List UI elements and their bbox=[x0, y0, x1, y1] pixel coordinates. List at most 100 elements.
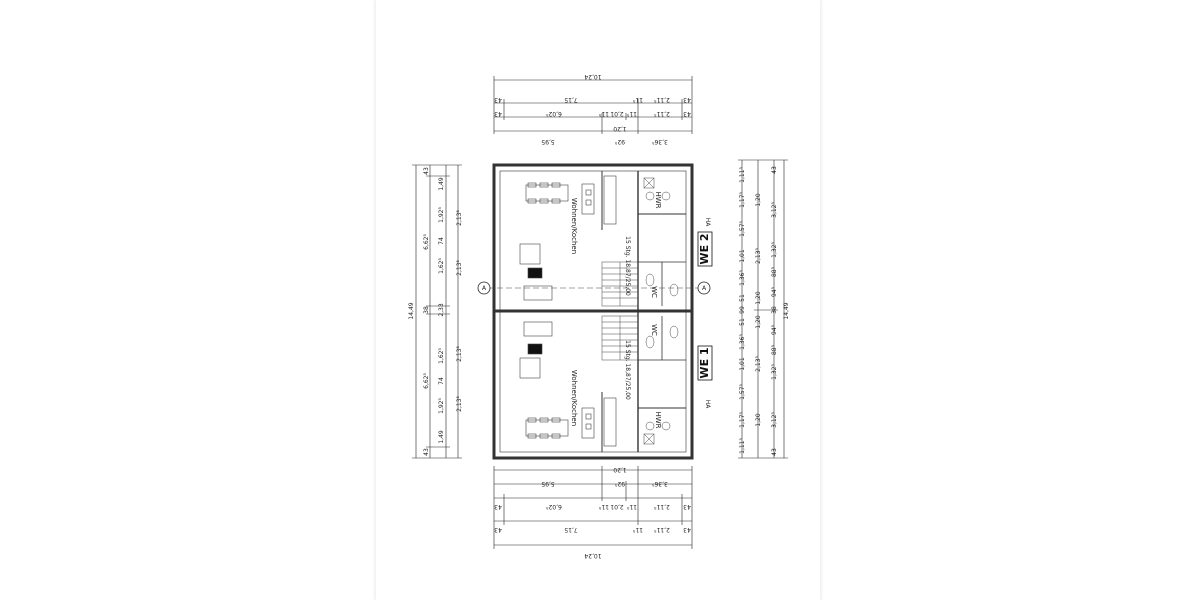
dim-top-r2-0: 43 bbox=[494, 96, 502, 103]
dim-right-r4-8: 1,32⁵ bbox=[771, 242, 778, 258]
dim-top-r3-4: 11⁵ bbox=[626, 110, 637, 117]
dim-right-r2-10: 1,57⁵ bbox=[739, 221, 746, 237]
dim-bottom-r2-0: 43 bbox=[494, 526, 502, 533]
dim-right-r2-0: 1,11⁵ bbox=[739, 438, 746, 454]
dim-left-r2-4: 43 bbox=[423, 448, 430, 456]
section-label-left: A bbox=[482, 285, 487, 292]
dim-right-r2-7: 51 bbox=[739, 294, 746, 302]
building-walls bbox=[492, 163, 694, 460]
dim-right-r3-3: 1,20 bbox=[755, 291, 762, 305]
dim-top-r3-2: 11⁵ bbox=[598, 110, 609, 117]
dim-bottom-r4-0: 5,95 bbox=[541, 480, 555, 487]
dim-left-r3-2: 74 bbox=[438, 237, 445, 245]
dim-bottom-r3-1: 6,02⁵ bbox=[546, 503, 562, 510]
left-dimensions bbox=[412, 164, 462, 459]
dim-bottom-r4-2: 3,36⁵ bbox=[652, 480, 668, 487]
dim-top-r4-2: 3,36⁵ bbox=[652, 138, 668, 145]
right-dimensions bbox=[738, 159, 788, 459]
dim-right-r4-5: 38 bbox=[771, 306, 778, 314]
section-marker-left bbox=[477, 281, 491, 295]
dim-right-r4-0: 43 bbox=[771, 448, 778, 456]
dim-left-r2-3: 6,62⁵ bbox=[423, 373, 430, 389]
dim-left-r3-0: 1,49 bbox=[438, 177, 445, 191]
dim-bottom-r2-4: 43 bbox=[683, 526, 691, 533]
dim-bottom-r3-3: 2,01 bbox=[610, 503, 624, 510]
dim-top-r3-3: 2,01 bbox=[610, 110, 624, 117]
bottom-dimensions bbox=[493, 466, 693, 549]
dim-right-r4-4: 94⁵ bbox=[771, 324, 778, 335]
furniture-lower bbox=[519, 321, 617, 447]
top-dimensions bbox=[493, 76, 693, 134]
dim-top-r2-3: 2,11⁵ bbox=[654, 96, 670, 103]
dim-left-r3-4: 2,33 bbox=[438, 303, 445, 317]
dim-bottom-r3-0: 43 bbox=[494, 503, 502, 510]
dim-top-r3-6: 43 bbox=[683, 110, 691, 117]
dim-top-r4-0: 5,95 bbox=[541, 138, 555, 145]
dim-right-r2-5: 51 bbox=[739, 318, 746, 326]
dim-left-r2-0: 43 bbox=[423, 167, 430, 175]
dim-right-r3-1: 2,13⁵ bbox=[755, 356, 762, 372]
dim-top-r5-0: 1,20 bbox=[613, 125, 627, 132]
dim-bottom-r3-2: 11⁵ bbox=[598, 503, 609, 510]
dim-right-r4-10: 43 bbox=[771, 166, 778, 174]
dim-right-r2-3: 1,01 bbox=[739, 357, 746, 371]
dim-left-r3-3: 1,62⁵ bbox=[438, 258, 445, 274]
ha-label-lower: HA bbox=[704, 400, 711, 410]
dim-top-r2-2: 11⁵ bbox=[632, 96, 643, 103]
dim-left-r2-1: 6,62⁵ bbox=[423, 234, 430, 250]
section-line: A A bbox=[477, 281, 711, 295]
dim-bottom-r2-3: 2,11⁵ bbox=[654, 526, 670, 533]
stairs-upper bbox=[601, 261, 639, 307]
room-utility-lower: HWR bbox=[654, 411, 662, 428]
top-dimension-labels: 10,24 43 7,15 11⁵ 2,11⁵ 43 43 6,02⁵ 11⁵ … bbox=[494, 73, 691, 145]
dim-right-total: 14,49 bbox=[783, 302, 790, 319]
dim-bottom-r3-4: 11⁵ bbox=[626, 503, 637, 510]
left-dimension-labels: 14,49 43 6,62⁵ 38 6,62⁵ 43 1,49 1,92⁵ 74… bbox=[408, 167, 463, 456]
bottom-dimension-labels: 1,20 5,95 92⁵ 3,36⁵ 43 6,02⁵ 11⁵ 2,01 11… bbox=[494, 466, 691, 559]
dim-left-total: 14,49 bbox=[408, 302, 415, 319]
room-utility-upper: HWR bbox=[654, 191, 662, 208]
dim-bottom-r4-1: 92⁵ bbox=[614, 480, 625, 487]
unit-tag-we1: WE 1 bbox=[697, 345, 713, 381]
dim-right-r4-7: 88⁵ bbox=[771, 266, 778, 277]
unit-tag-we2: WE 2 bbox=[697, 231, 713, 267]
dim-left-r3-5: 1,62⁵ bbox=[438, 348, 445, 364]
floor-plan: 10,24 43 7,15 11⁵ 2,11⁵ 43 43 6,02⁵ 11⁵ … bbox=[408, 73, 790, 559]
dim-right-r2-11: 1,17⁵ bbox=[739, 192, 746, 208]
dim-left-r4-1: 2,13⁵ bbox=[456, 260, 463, 276]
dim-right-r3-2: 1,20 bbox=[755, 315, 762, 329]
dim-bottom-r3-6: 43 bbox=[683, 503, 691, 510]
dim-right-r3-0: 1,20 bbox=[755, 413, 762, 427]
dim-bottom-total: 10,24 bbox=[584, 552, 601, 559]
dim-top-r4-1: 92⁵ bbox=[614, 138, 625, 145]
dim-right-r4-3: 88⁵ bbox=[771, 344, 778, 355]
stairs-label-upper: 15 Stg. 18,87/25,00 bbox=[624, 236, 631, 296]
dim-top-r3-0: 43 bbox=[494, 110, 502, 117]
dim-top-r2-1: 7,15 bbox=[564, 96, 578, 103]
dim-top-r3-1: 6,02⁵ bbox=[546, 110, 562, 117]
dim-right-r2-12: 1,11⁵ bbox=[739, 167, 746, 183]
dim-right-r2-2: 1,57⁵ bbox=[739, 384, 746, 400]
dim-right-r4-9: 3,12⁵ bbox=[771, 202, 778, 218]
section-marker-right bbox=[697, 281, 711, 295]
dim-bottom-r2-1: 7,15 bbox=[564, 526, 578, 533]
room-living-upper: Wohnen/Kochen bbox=[570, 198, 578, 254]
dim-left-r3-6: 74 bbox=[438, 377, 445, 385]
furniture-upper bbox=[519, 175, 617, 301]
dim-right-r4-2: 1,32⁵ bbox=[771, 364, 778, 380]
room-living-lower: Wohnen/Kochen bbox=[570, 370, 578, 426]
dim-right-r2-9: 1,01 bbox=[739, 249, 746, 263]
ha-label-upper: HA bbox=[704, 218, 711, 228]
dim-left-r4-2: 2,13⁵ bbox=[456, 346, 463, 362]
dim-bottom-r2-2: 11⁵ bbox=[632, 526, 643, 533]
fixtures bbox=[643, 177, 679, 445]
dim-left-r3-1: 1,92⁵ bbox=[438, 207, 445, 223]
dim-left-r3-8: 1,49 bbox=[438, 430, 445, 444]
dim-right-r2-6: 99 bbox=[739, 306, 746, 314]
dim-right-r3-5: 1,20 bbox=[755, 193, 762, 207]
section-label-right: A bbox=[702, 285, 707, 292]
dim-left-r3-7: 1,92⁵ bbox=[438, 398, 445, 414]
dim-right-r4-6: 94⁵ bbox=[771, 286, 778, 297]
unit-label-we2: WE 2 bbox=[698, 233, 711, 264]
dim-left-r4-0: 2,13⁵ bbox=[456, 210, 463, 226]
